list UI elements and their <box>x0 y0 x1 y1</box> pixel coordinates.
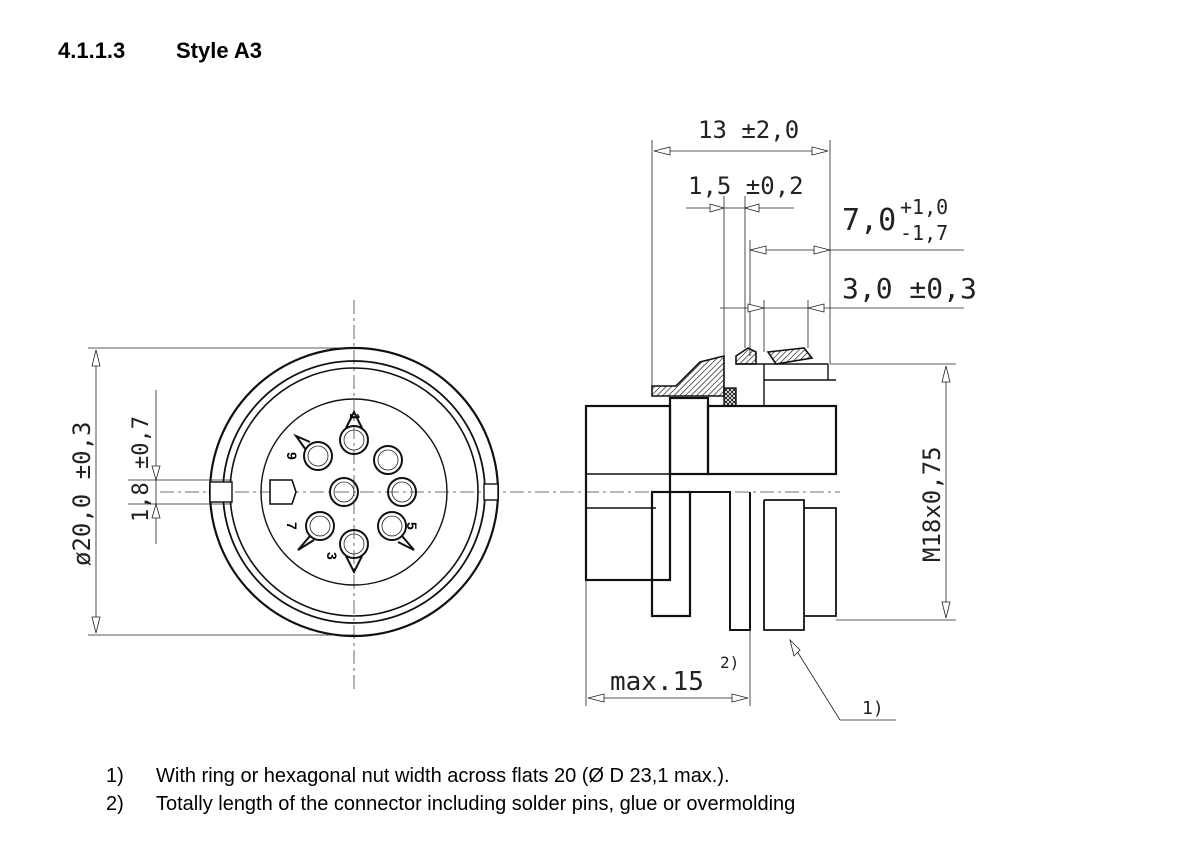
dim-13-arrow-right <box>811 146 829 156</box>
dim-1-5-arrow-right <box>743 203 760 213</box>
front-view: 1 9 7 3 5 ø20,0 ±0,3 1,8 ±0,7 <box>68 300 560 690</box>
key-arrow-top <box>151 465 161 482</box>
diameter-label: ø20,0 ±0,3 <box>68 422 96 567</box>
coding-key <box>269 479 297 505</box>
section-number: 4.1.1.3 <box>58 38 126 63</box>
pin-4 <box>387 477 417 507</box>
pin-7-solder-tag <box>297 535 315 551</box>
pin-label-3: 3 <box>324 552 340 560</box>
dim-3-arrow-left <box>747 303 765 313</box>
side-view: 13 ±2,0 1,5 ±0,2 7,0 +1,0 -1,7 3,0 ±0,3 … <box>560 116 977 721</box>
dim-7-arrow-left <box>749 245 767 255</box>
pin-center-inner <box>333 481 355 503</box>
dim-13-arrow-left <box>653 146 671 156</box>
pin-5 <box>377 511 407 541</box>
footnotes: 1) With ring or hexagonal nut width acro… <box>106 762 795 818</box>
insert-face <box>260 398 448 586</box>
pin-3-inner <box>343 533 365 555</box>
housing-lower-flange <box>690 491 751 631</box>
footnote-2: 2) Totally length of the connector inclu… <box>106 790 795 818</box>
pin-1-inner <box>343 429 365 451</box>
pin-9 <box>303 441 333 471</box>
pin-1 <box>339 425 369 455</box>
m18-arrow-bottom <box>941 601 951 619</box>
max-arrow-left <box>587 693 605 703</box>
contact-pins <box>293 409 417 575</box>
callout-arrow <box>789 638 801 657</box>
key-arrow-bottom <box>151 502 161 519</box>
dim-1-5-arrow-left <box>709 203 726 213</box>
diameter-arrow-top <box>91 349 101 367</box>
housing-lower-block <box>650 490 692 618</box>
pin-9-inner <box>307 445 329 467</box>
pin-label-1: 1 <box>347 413 363 421</box>
pin-9-solder-tag <box>293 433 311 451</box>
shoulder-label: 1,5 ±0,2 <box>688 172 804 200</box>
thread-label: M18x0,75 <box>918 446 946 562</box>
footnote-marker: 1) <box>106 764 124 787</box>
thread-length-base: 7,0 <box>842 203 896 238</box>
thread-length-lower: -1,7 <box>900 221 948 245</box>
footnote-text: With ring or hexagonal nut width across … <box>156 764 730 787</box>
diameter-arrow-bottom <box>91 616 101 634</box>
pin-4-inner <box>391 481 413 503</box>
housing-upper-block <box>668 396 710 476</box>
overall-length-label: 13 ±2,0 <box>698 116 799 144</box>
housing-flange-top <box>651 354 725 397</box>
thread-length-upper: +1,0 <box>900 195 948 219</box>
section-heading: 4.1.1.3 Style A3 <box>58 38 262 64</box>
max-arrow-right <box>731 693 749 703</box>
pin-7 <box>305 511 335 541</box>
footnote-1: 1) With ring or hexagonal nut width acro… <box>106 762 795 790</box>
key-width-label: 1,8 ±0,7 <box>129 416 154 522</box>
housing-upper-body <box>706 404 838 476</box>
pin-2-inner <box>377 449 399 471</box>
nut-lower-outline <box>763 500 805 631</box>
pin-label-7: 7 <box>284 522 300 530</box>
footnote-marker: 2) <box>106 792 124 815</box>
nut-width-label: 3,0 ±0,3 <box>842 272 977 305</box>
seal-top <box>735 347 757 365</box>
pin-7-inner <box>309 515 331 537</box>
right-notch <box>483 483 499 501</box>
pin-3 <box>339 529 369 559</box>
section-title: Style A3 <box>176 38 263 63</box>
pin-label-5: 5 <box>404 522 420 530</box>
nut-lower <box>764 499 837 617</box>
pin-3-solder-tag <box>345 555 363 575</box>
o-ring <box>723 387 737 407</box>
callout-leader <box>789 639 841 721</box>
nut-top <box>766 347 814 365</box>
pin-center <box>329 477 359 507</box>
dim-3-arrow-right <box>807 303 825 313</box>
pin-5-solder-tag <box>397 535 415 551</box>
pin-5-inner <box>381 515 403 537</box>
left-notch <box>209 481 233 503</box>
footnote-text: Totally length of the connector includin… <box>156 792 796 815</box>
max-length-ref: 2) <box>720 653 739 672</box>
callout-ref: 1) <box>862 698 884 719</box>
m18-arrow-top <box>941 365 951 383</box>
pin-label-9: 9 <box>284 452 300 460</box>
max-length-label: max.15 <box>610 667 704 697</box>
dim-7-arrow-right <box>813 245 831 255</box>
pin-2 <box>373 445 403 475</box>
pin-1-solder-tag <box>345 409 363 429</box>
